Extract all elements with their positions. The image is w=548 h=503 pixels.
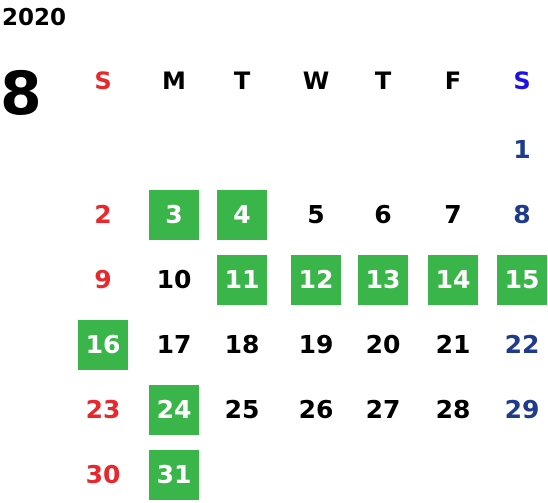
day-cell-highlighted[interactable]: 11 [217, 255, 267, 305]
day-cell[interactable]: 7 [444, 200, 462, 229]
weekday-header-sat: S [513, 67, 531, 95]
day-cell[interactable]: 17 [156, 330, 192, 359]
year-label: 2020 [2, 5, 67, 31]
day-cell[interactable]: 8 [513, 200, 531, 229]
day-cell[interactable]: 29 [504, 395, 540, 424]
day-cell-highlighted[interactable]: 24 [149, 385, 199, 435]
weekday-header-thu: T [374, 67, 392, 95]
day-cell[interactable]: 30 [85, 460, 121, 489]
day-cell[interactable]: 28 [435, 395, 471, 424]
day-cell[interactable]: 19 [298, 330, 334, 359]
day-cell-highlighted[interactable]: 15 [497, 255, 547, 305]
day-cell[interactable]: 1 [513, 135, 531, 164]
weekday-header-mon: M [162, 67, 186, 95]
day-cell[interactable]: 9 [94, 265, 112, 294]
day-cell[interactable]: 23 [85, 395, 121, 424]
day-cell[interactable]: 10 [156, 265, 192, 294]
weekday-header-sun: S [94, 67, 112, 95]
day-cell-highlighted[interactable]: 31 [149, 450, 199, 500]
day-cell-highlighted[interactable]: 13 [358, 255, 408, 305]
day-cell-highlighted[interactable]: 14 [428, 255, 478, 305]
day-cell[interactable]: 20 [365, 330, 401, 359]
day-cell-highlighted[interactable]: 3 [149, 190, 199, 240]
day-cell[interactable]: 26 [298, 395, 334, 424]
weekday-header-tue: T [233, 67, 251, 95]
day-cell[interactable]: 27 [365, 395, 401, 424]
day-cell[interactable]: 18 [224, 330, 260, 359]
day-cell[interactable]: 6 [374, 200, 392, 229]
day-cell-highlighted[interactable]: 4 [217, 190, 267, 240]
day-cell[interactable]: 5 [307, 200, 325, 229]
weekday-header-wed: W [302, 67, 330, 95]
month-label: 8 [0, 59, 42, 129]
day-cell[interactable]: 2 [94, 200, 112, 229]
weekday-header-fri: F [444, 67, 462, 95]
day-cell-highlighted[interactable]: 12 [291, 255, 341, 305]
day-cell-highlighted[interactable]: 16 [78, 320, 128, 370]
day-cell[interactable]: 21 [435, 330, 471, 359]
day-cell[interactable]: 22 [504, 330, 540, 359]
day-cell[interactable]: 25 [224, 395, 260, 424]
